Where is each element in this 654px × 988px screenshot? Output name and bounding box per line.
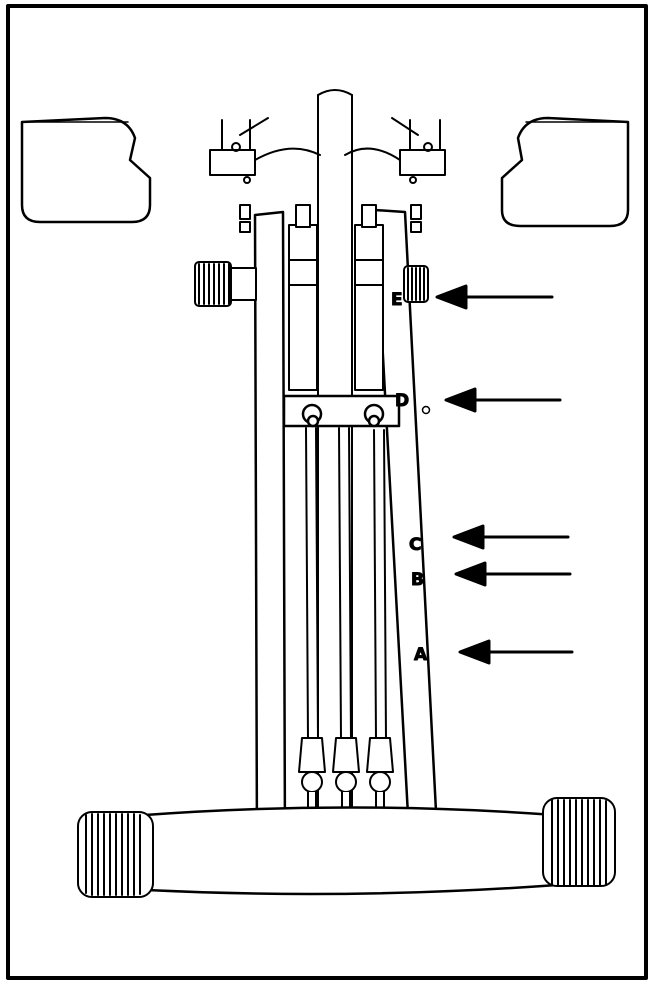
piston-rods: [305, 427, 387, 741]
adjustment-holes: [421, 405, 431, 415]
pivot-bolts: [239, 204, 422, 233]
right-pedal-bracket: [344, 117, 446, 184]
foot-cap-icon: [542, 797, 616, 887]
position-label-a: A: [414, 645, 428, 665]
left-footplate: [20, 116, 152, 224]
right-footplate: [500, 116, 630, 228]
arrow-left-icon: [452, 524, 570, 550]
position-label-b: B: [411, 570, 424, 590]
arrow-left-icon: [454, 561, 572, 587]
left-pedal-bracket: [209, 117, 321, 184]
right-cylinder: [354, 204, 384, 391]
left-cylinder: [288, 204, 318, 391]
position-label-d: D: [395, 391, 409, 411]
adjustment-knob-icon: [194, 261, 257, 307]
left-pedal-arm: [253, 210, 287, 857]
rod-ends: [298, 737, 394, 816]
base-bar: [143, 806, 559, 896]
center-column: [317, 89, 353, 831]
diagram-border: [6, 4, 648, 980]
arrow-left-icon: [435, 284, 554, 310]
position-label-e: E: [391, 290, 403, 310]
arrow-left-icon: [444, 387, 562, 413]
position-label-c: C: [409, 535, 421, 555]
cross-bracket: [282, 394, 401, 428]
adjustment-knob-icon: [403, 265, 429, 303]
arrow-left-icon: [458, 639, 574, 665]
foot-cap-icon: [77, 811, 154, 898]
